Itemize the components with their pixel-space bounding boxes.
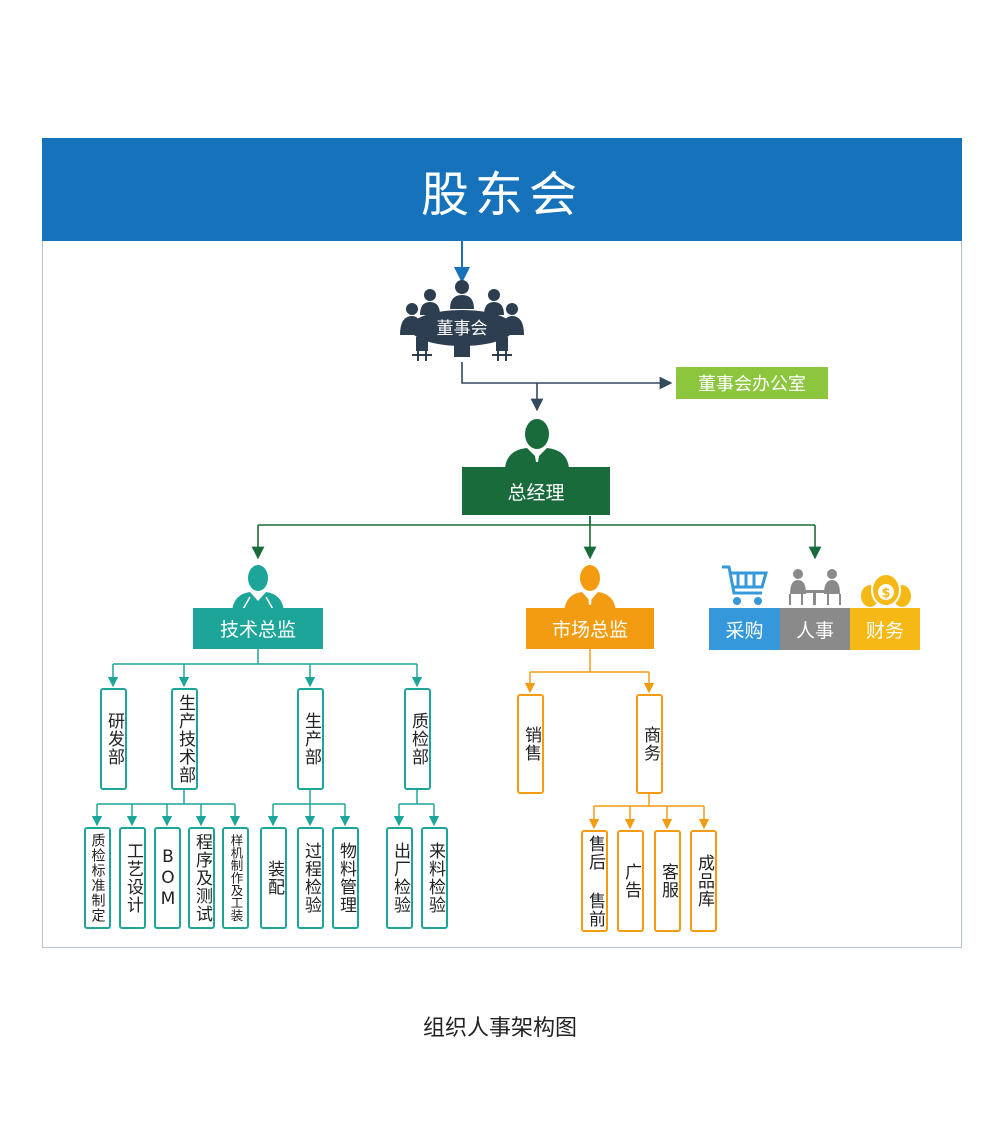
sub-finished-goods[interactable]: 成品库 <box>690 830 717 932</box>
general-manager-box[interactable]: 总经理 <box>462 467 610 515</box>
board-office-box[interactable]: 董事会办公室 <box>676 367 828 399</box>
dept-production-tech[interactable]: 生产技术部 <box>171 688 198 790</box>
dept-rd[interactable]: 研发部 <box>100 688 127 790</box>
sub-program-test[interactable]: 程序及测试 <box>188 827 215 929</box>
dept-business[interactable]: 商务 <box>636 694 663 794</box>
hr-box[interactable]: 人事 <box>780 608 850 650</box>
sub-bom[interactable]: BOM <box>154 827 181 929</box>
market-director-icon <box>564 565 616 611</box>
sub-material[interactable]: 物料管理 <box>332 827 359 929</box>
purchase-box[interactable]: 采购 <box>709 608 780 650</box>
sub-after-presale[interactable]: 售后 售前 <box>581 830 608 932</box>
tech-director-box[interactable]: 技术总监 <box>193 608 323 649</box>
dept-quality[interactable]: 质检部 <box>404 688 431 790</box>
sub-outgoing-inspection[interactable]: 出厂检验 <box>386 827 413 929</box>
tech-director-icon <box>232 565 284 611</box>
finance-box[interactable]: 财务 <box>850 608 920 650</box>
shareholders-header: 股东会 <box>42 138 962 241</box>
sub-advertising[interactable]: 广告 <box>617 830 644 932</box>
sub-incoming-inspection[interactable]: 来料检验 <box>421 827 448 929</box>
sub-process-inspection[interactable]: 过程检验 <box>297 827 324 929</box>
chart-frame <box>42 138 962 948</box>
sub-assembly[interactable]: 装配 <box>260 827 287 929</box>
sub-customer-service[interactable]: 客服 <box>654 830 681 932</box>
sub-prototype[interactable]: 样机制作及工装 <box>222 827 249 929</box>
sub-process-design[interactable]: 工艺设计 <box>119 827 146 929</box>
interview-icon <box>789 569 841 605</box>
shopping-cart-icon <box>722 565 768 605</box>
money-bags-icon: $ <box>861 573 911 607</box>
market-director-box[interactable]: 市场总监 <box>526 608 654 649</box>
figure-caption: 组织人事架构图 <box>422 1016 577 1041</box>
manager-silhouette-icon <box>505 419 569 468</box>
svg-text:$: $ <box>881 586 890 601</box>
meeting-table-icon: 董事会 <box>400 280 524 361</box>
sub-qc-standards[interactable]: 质检标准制定 <box>84 827 111 929</box>
dept-production[interactable]: 生产部 <box>297 688 324 790</box>
board-label: 董事会 <box>437 319 488 339</box>
dept-sales[interactable]: 销售 <box>517 694 544 794</box>
